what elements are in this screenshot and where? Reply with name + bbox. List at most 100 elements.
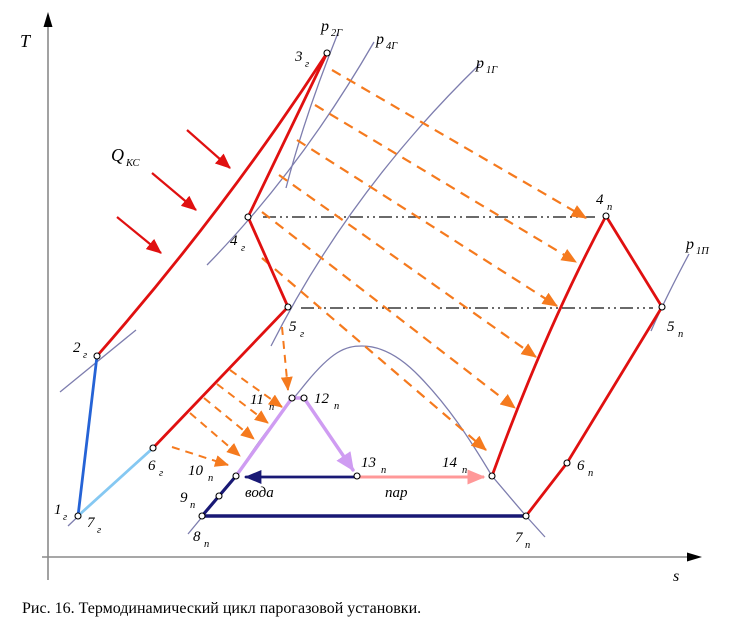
point-label-7g-sub: г — [97, 525, 101, 536]
point-label-13p: 13 — [361, 455, 376, 471]
isobar-label-p1p-sub: 1П — [696, 246, 710, 257]
state-point-12p — [300, 394, 308, 402]
heat-transfer-arrow-short — [171, 446, 229, 467]
point-label-7p-sub: п — [525, 540, 530, 551]
gas-expansion-3g-4g — [246, 51, 329, 219]
gas-exhaust-6g-7g — [77, 446, 155, 517]
state-point-4g — [244, 213, 252, 221]
state-point-8p — [198, 512, 206, 520]
state-point-2g — [93, 352, 101, 360]
heat-transfer-arrow — [331, 69, 587, 219]
isobar-p1g-line — [270, 63, 481, 347]
point-label-6p-sub: п — [588, 468, 593, 479]
point-label-14p: 14 — [442, 455, 458, 471]
isobar-p2g-line — [285, 32, 339, 189]
heat-transfer-arrow-short — [203, 397, 255, 440]
point-label-12p-sub: п — [334, 401, 339, 412]
point-label-3g-sub: г — [305, 59, 309, 70]
heat-transfer-arrow — [296, 139, 558, 307]
heat-transfer-arrow-short — [229, 369, 283, 408]
point-label-14p-sub: п — [462, 465, 467, 476]
isobar-label-p2g-sub: 2Г — [331, 28, 343, 39]
point-label-2g-sub: г — [83, 350, 87, 361]
isobar-label-p1g-sub: 1Г — [486, 65, 498, 76]
point-label-6g-sub: г — [159, 468, 163, 479]
state-point-1g-7g — [74, 512, 82, 520]
point-label-10p: 10 — [188, 463, 204, 479]
point-label-6g: 6 — [148, 458, 156, 474]
point-label-4g: 4 — [230, 233, 238, 249]
heat-transfer-arrow-short — [189, 412, 241, 457]
isobar-p2g-low-segment — [59, 329, 137, 393]
steam-superheat-14p-4p — [490, 214, 608, 478]
point-label-7g: 7 — [87, 515, 96, 531]
point-label-8p: 8 — [193, 529, 201, 545]
gas-cooling-5g-6g — [151, 305, 290, 450]
heat-transfer-arrow-short — [216, 383, 269, 424]
isobar-label-p2g: p — [320, 18, 329, 35]
point-label-4g-sub: г — [241, 243, 245, 254]
isobar-p1p-line — [650, 253, 690, 332]
point-label-12p: 12 — [314, 391, 330, 407]
point-label-6p: 6 — [577, 458, 585, 474]
point-label-11p-sub: п — [269, 402, 274, 413]
state-point-5p — [658, 303, 666, 311]
qkc-label: Q — [111, 145, 124, 165]
heat-transfer-arrow — [261, 257, 487, 451]
point-label-11p: 11 — [250, 392, 264, 408]
saturation-dome — [187, 345, 546, 538]
axis-label-s: s — [673, 568, 679, 585]
point-label-4p: 4 — [596, 192, 604, 208]
entropy-axis-arrowhead — [687, 552, 702, 562]
axis-label-t: T — [20, 31, 32, 51]
point-label-5g-sub: г — [300, 329, 304, 340]
combustion-line-2g-3g — [95, 51, 329, 358]
steam-expansion-4p-5p — [604, 214, 664, 309]
steam-flow-label: пар — [385, 485, 408, 501]
state-point-3g — [323, 49, 331, 57]
water-heating-10p-11p — [234, 396, 294, 478]
isobar-label-p1p: p — [685, 236, 694, 253]
point-label-9p-sub: п — [190, 500, 195, 511]
state-point-6p — [563, 459, 571, 467]
state-point-11p — [288, 394, 296, 402]
steam-line-12p-13p — [302, 396, 355, 472]
gas-compression-1g-2g — [76, 354, 99, 518]
state-point-4p — [602, 212, 610, 220]
isobar-p4g-line — [206, 41, 375, 266]
point-label-1g-sub: г — [63, 512, 67, 523]
isobar-label-p1g: p — [475, 55, 484, 72]
state-point-5g — [284, 303, 292, 311]
point-label-5g: 5 — [289, 319, 297, 335]
heat-transfer-arrow — [314, 104, 577, 263]
qkc-arrow — [151, 172, 197, 211]
figure-caption: Рис. 16. Термодинамический цикл парогазо… — [22, 600, 421, 617]
state-point-6g — [149, 444, 157, 452]
qkc-arrow — [116, 216, 162, 254]
point-label-2g: 2 — [73, 340, 81, 356]
isobar-label-p4g-sub: 4Г — [386, 41, 398, 52]
state-point-13p — [353, 472, 361, 480]
water-flow-label: вода — [245, 485, 274, 501]
state-point-7p — [522, 512, 530, 520]
point-label-8p-sub: п — [204, 539, 209, 550]
state-point-10p — [232, 472, 240, 480]
point-label-7p: 7 — [515, 530, 524, 546]
point-label-10p-sub: п — [208, 473, 213, 484]
point-label-9p: 9 — [180, 490, 188, 506]
point-label-13p-sub: п — [381, 465, 386, 476]
point-label-1g: 1 — [54, 502, 62, 518]
heat-transfer-arrow — [261, 211, 516, 409]
heat-transfer-arrow-short — [280, 326, 293, 391]
isobar-label-p4g: p — [375, 31, 384, 48]
point-label-4p-sub: п — [607, 202, 612, 213]
heat-transfer-arrow — [278, 174, 537, 358]
gas-expansion-4g-5g — [246, 215, 290, 309]
state-point-9p — [215, 492, 223, 500]
point-label-5p: 5 — [667, 319, 675, 335]
temperature-axis-arrowhead — [43, 12, 53, 27]
state-point-14p — [488, 472, 496, 480]
qkc-label-sub: КС — [125, 158, 140, 169]
